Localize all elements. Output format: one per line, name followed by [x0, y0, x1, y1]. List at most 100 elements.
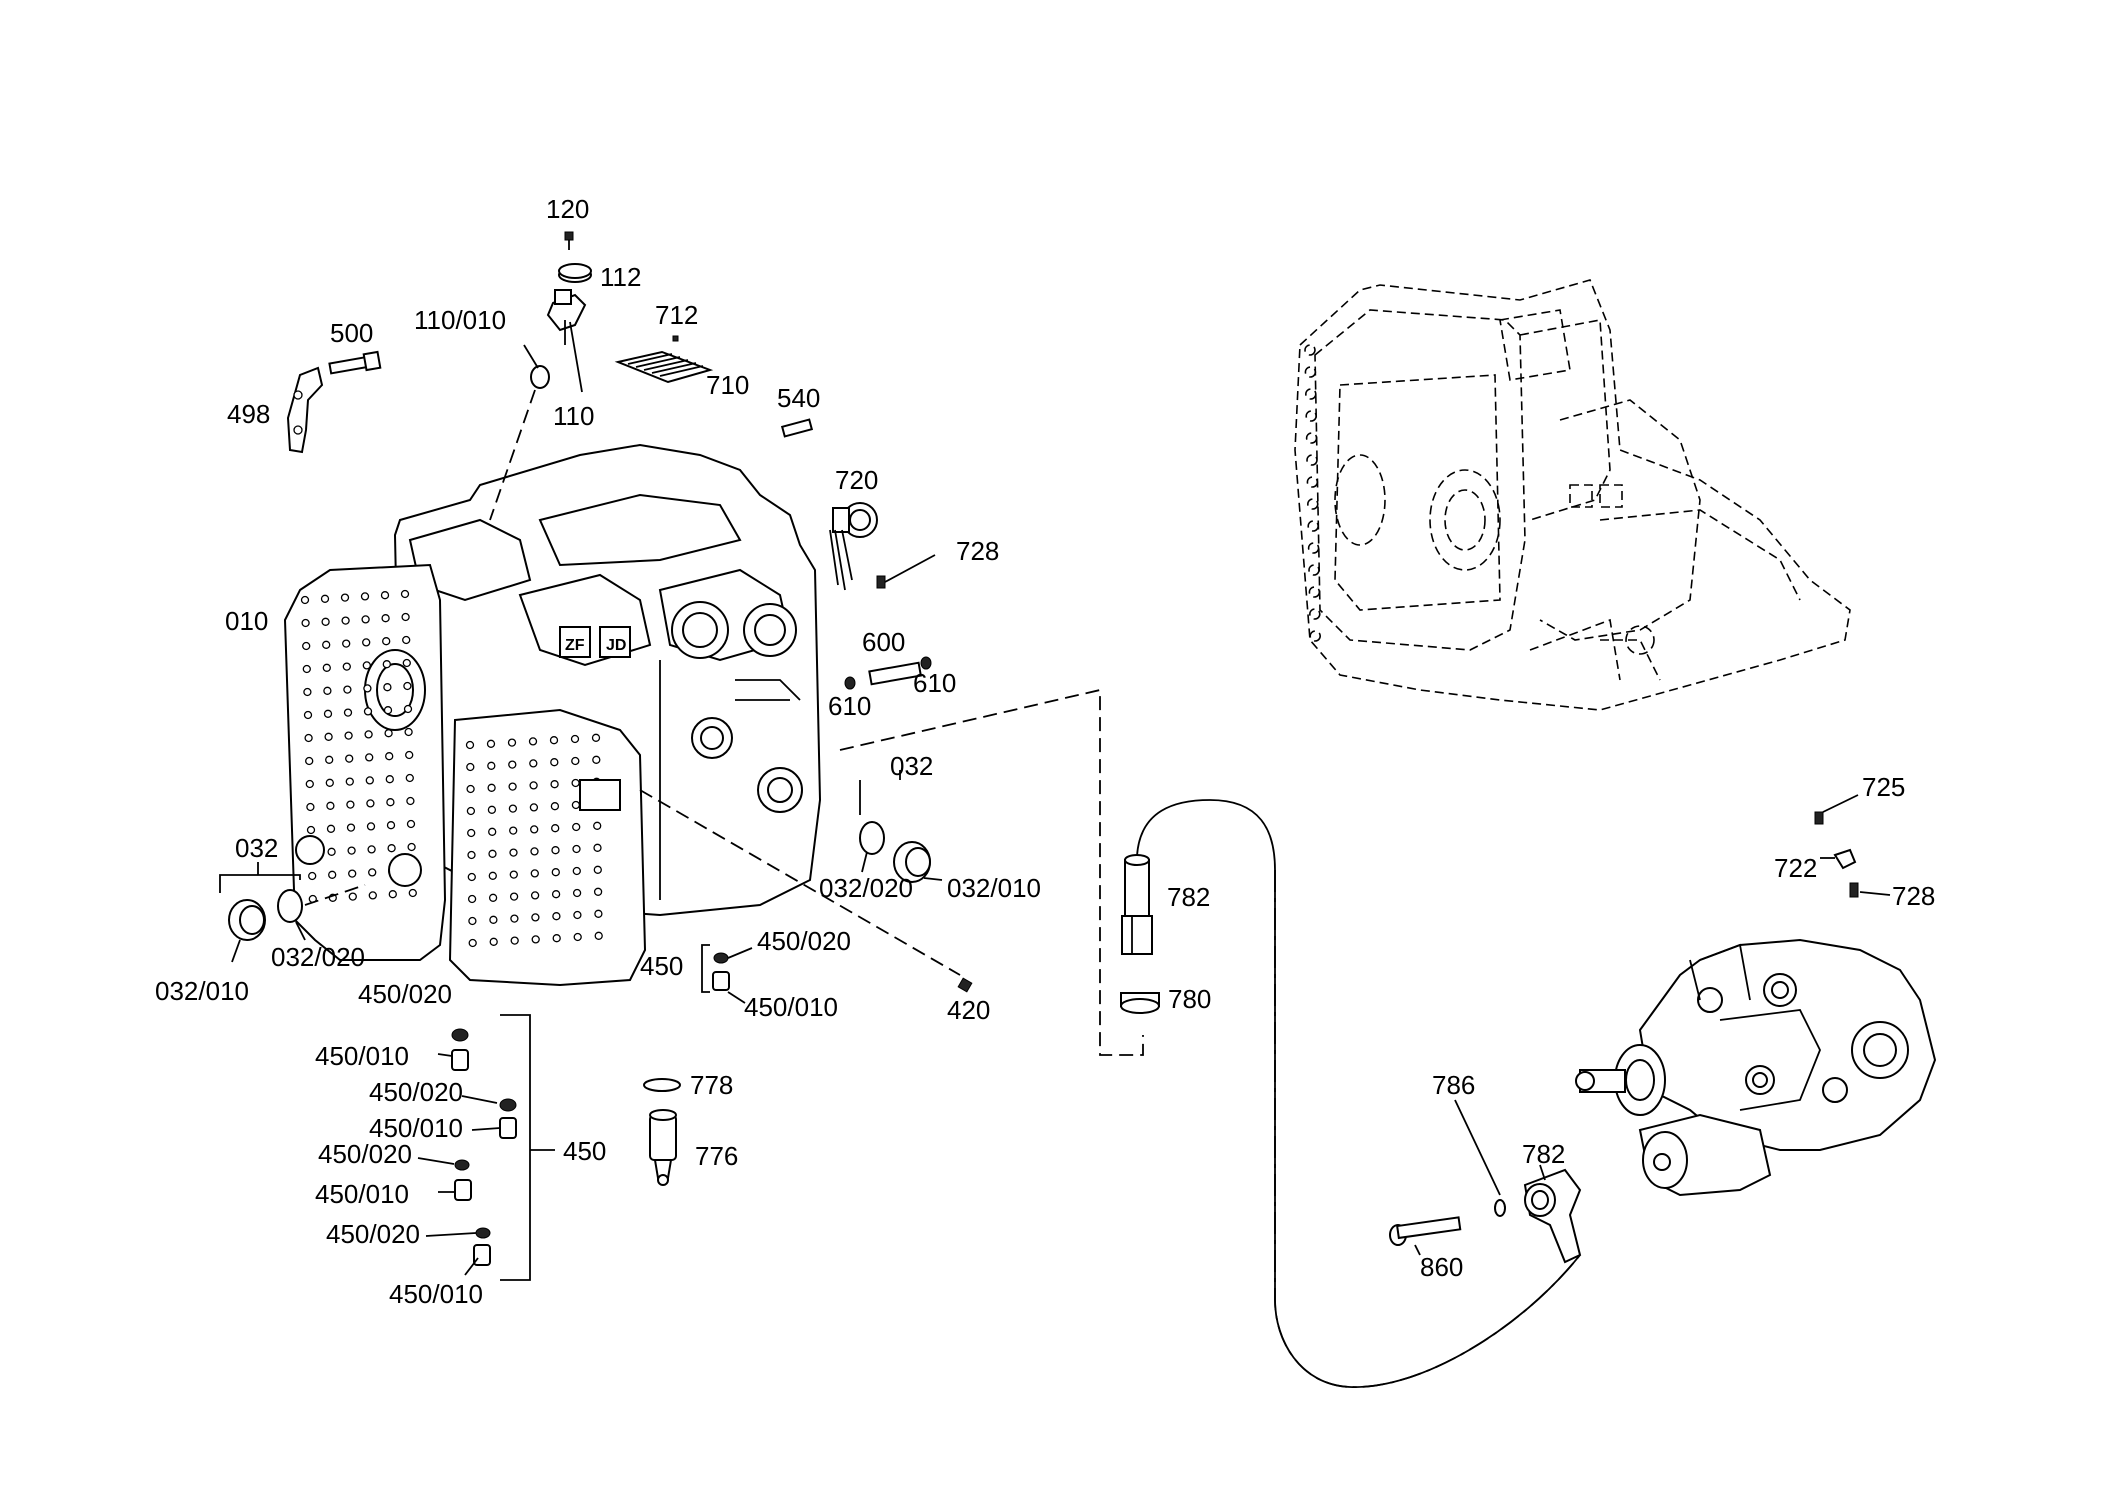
label-728-right: 728 [1892, 881, 1935, 911]
pin-540 [780, 418, 814, 438]
label-120: 120 [546, 194, 589, 224]
label-786: 786 [1432, 1070, 1475, 1100]
label-032-020-left: 032/020 [271, 942, 365, 972]
bolt-hole [402, 635, 411, 645]
connector-720 [829, 502, 878, 591]
label-450-020-d: 450/020 [326, 1219, 420, 1249]
bolt-hole [549, 736, 559, 745]
label-450-020-c: 450/020 [318, 1139, 412, 1169]
label-782-lower: 782 [1522, 1139, 1565, 1169]
jd-mark: JD [606, 637, 626, 654]
bolt-hole [466, 784, 475, 794]
fitting-782-lower [1523, 1168, 1582, 1264]
label-778: 778 [690, 1070, 733, 1100]
bolt-hole [367, 845, 376, 854]
label-450-column: 450 [563, 1136, 606, 1166]
plug-032-right [859, 770, 943, 883]
front-plate-holes [300, 589, 417, 904]
bolt-hole [466, 762, 475, 772]
plug-420 [957, 977, 973, 993]
bolt-hole [361, 615, 370, 624]
bolt-hole [465, 740, 475, 750]
bolt-hole [383, 706, 393, 715]
bolt-hole [466, 806, 476, 816]
label-500: 500 [330, 318, 373, 348]
bolt-hole [488, 849, 497, 858]
bolt-hole [386, 798, 395, 807]
bolt-hole [591, 733, 601, 742]
bolt-hole [306, 825, 316, 835]
bolt-hole [345, 754, 354, 763]
bolt-hole [467, 850, 476, 860]
label-032-left: 032 [235, 833, 278, 863]
bolt-hole [384, 729, 393, 738]
bolt-hole [1305, 410, 1317, 422]
bolt-hole [305, 779, 314, 789]
label-725: 725 [1862, 772, 1905, 802]
bolt-hole [594, 931, 603, 940]
bolt-hole [386, 821, 396, 830]
label-450-020-center: 450/020 [757, 926, 851, 956]
bolt-hole [408, 888, 417, 898]
bolt-hole [1309, 608, 1321, 620]
bolt-hole [508, 760, 517, 769]
bolt-hole [467, 828, 476, 838]
ghost-housing-bolt-holes [1304, 344, 1321, 642]
bolt-hole [380, 591, 390, 600]
label-710: 710 [706, 370, 749, 400]
label-450-center: 450 [640, 951, 683, 981]
label-450-020-b: 450/020 [369, 1077, 463, 1107]
bolt-hole [530, 869, 539, 878]
label-610-left: 610 [828, 691, 871, 721]
bolt-hole [325, 755, 334, 764]
bolt-hole [571, 800, 581, 810]
bolt-hole [530, 825, 539, 834]
bolt-hole [573, 910, 582, 920]
label-610-right: 610 [913, 668, 956, 698]
bolt-hole [529, 781, 538, 790]
bolt-hole [325, 778, 334, 787]
bolt-hole [362, 638, 371, 647]
bolt-hole [366, 822, 376, 831]
label-860: 860 [1420, 1252, 1463, 1282]
label-112: 112 [600, 262, 641, 292]
plug-450-column [417, 1014, 555, 1281]
plug-032-left [219, 862, 366, 963]
bolt-hole [308, 871, 317, 881]
bolt-hole [594, 909, 603, 918]
bolt-hole [306, 802, 315, 812]
bolt-hole [340, 593, 350, 602]
label-450-010-center: 450/010 [744, 992, 838, 1022]
bolt-hole [382, 637, 391, 646]
bolt-hole [529, 803, 539, 812]
zf-mark: ZF [565, 637, 585, 654]
bolt-hole [509, 892, 519, 901]
clip-722 [1833, 848, 1857, 870]
bolt-hole [385, 775, 394, 784]
bolt-hole [1307, 520, 1319, 532]
seal-786 [1494, 1199, 1506, 1217]
bolt-hole [368, 891, 377, 900]
bolt-hole [551, 868, 560, 877]
bolt-hole [400, 589, 410, 599]
nut-780 [1120, 992, 1160, 1014]
bolt-hole [467, 872, 476, 882]
bolt-hole [345, 777, 354, 786]
bolt-hole [468, 938, 477, 948]
bolt-hole [407, 842, 416, 852]
bolt-hole [320, 594, 330, 603]
bolt-hole [383, 683, 392, 692]
bolt-hole [551, 890, 561, 899]
bolt-hole [404, 727, 413, 737]
bolt-hole [571, 756, 580, 766]
bolt-hole [388, 890, 397, 899]
bolt-hole [571, 778, 580, 788]
bolt-hole [343, 708, 353, 717]
bolt-hole [1308, 586, 1321, 598]
bolt-hole [509, 826, 518, 835]
bolt-500 [328, 350, 382, 375]
label-720: 720 [835, 465, 878, 495]
bolt-hole [381, 614, 390, 623]
bolt-hole [387, 844, 396, 853]
